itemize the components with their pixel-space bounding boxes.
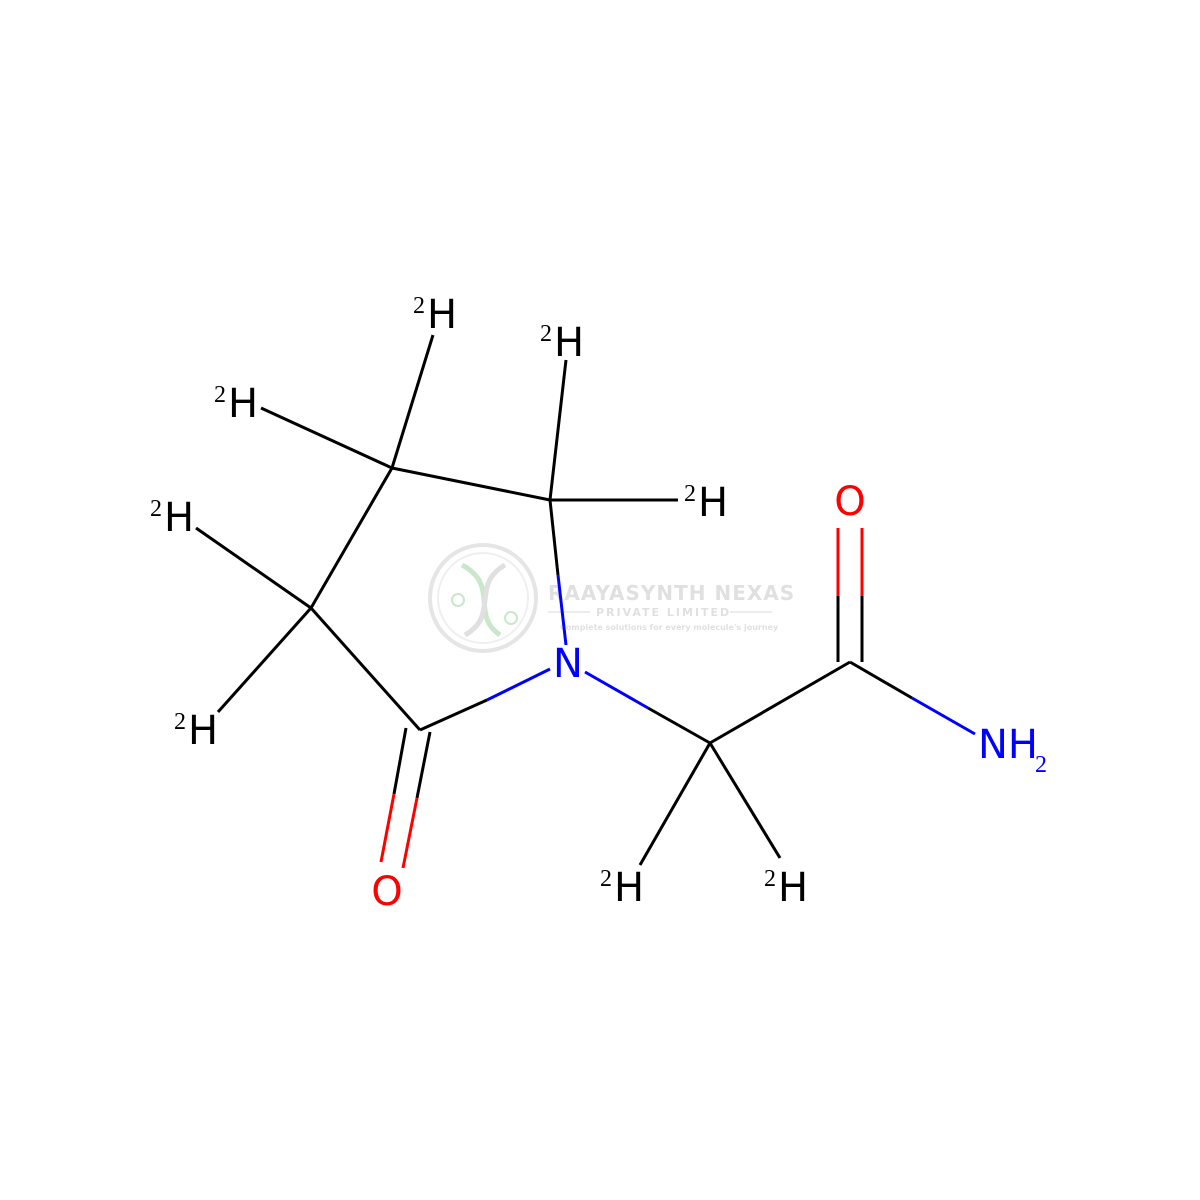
bond-c4-d-top [390,334,435,469]
bond-n-c2-black [419,698,488,732]
deuterium-label: H [614,865,644,911]
bond-c3-d-top [195,526,312,610]
isotope-number: 2 [150,496,162,522]
bonds [195,334,851,866]
deuterium-ch2-left: 2 H [600,865,644,911]
atom-nh2: NH 2 [978,722,1047,778]
hetero-bonds [379,499,976,869]
bond-camide-nh2-blue [911,696,976,736]
bond-c2-o-b-red [401,797,419,869]
deuterium-label: H [188,708,218,754]
bond-n-c2-blue [486,667,551,702]
deuterium-c4-left: 2 H [214,381,258,427]
bond-ch2-d-right [708,742,782,859]
isotope-number: 2 [540,321,552,347]
atom-o-ring: O [371,869,402,915]
deuterium-label: H [698,480,728,526]
bond-c4-c5 [391,466,551,502]
atom-n1: N [553,641,583,687]
bond-c4-d-left [260,406,393,470]
bond-c5-d-top [548,359,568,501]
deuterium-c3-bottom: 2 H [174,708,218,754]
watermark-title: RAAYASYNTH NEXAS [548,581,795,605]
deuterium-label: H [164,495,194,541]
deuterium-ch2-right: 2 H [764,865,808,911]
bond-c2-o-a-black [392,727,408,795]
isotope-number: 2 [600,866,612,892]
isotope-number: 2 [684,481,696,507]
bond-c3-d-bottom [216,607,313,713]
isotope-number: 2 [214,382,226,408]
deuterium-label: H [427,292,457,338]
watermark: RAAYASYNTH NEXAS PRIVATE LIMITED Complet… [428,543,795,653]
bond-c2-o-a-red [379,793,396,863]
bond-ch2-camide [709,660,851,745]
atom-nh2-subscript: 2 [1035,752,1047,778]
bond-c3-c2 [309,607,422,731]
bond-n-ch2-black [647,706,711,745]
watermark-tagline: Complete solutions for every molecule's … [560,623,779,632]
deuterium-c4-top: 2 H [413,292,457,338]
atom-labels: N O O NH 2 2 H 2 H 2 H 2 H 2 H [150,292,1047,915]
bond-camide-nh2-black [849,660,913,700]
bond-ch2-d-left [638,742,712,866]
bond-c2-o-b-black [415,731,432,799]
isotope-number: 2 [764,866,776,892]
bond-c5-n-blue [556,574,568,646]
bond-n-ch2-blue [584,670,649,710]
deuterium-c5-top: 2 H [540,320,584,366]
deuterium-label: H [554,320,584,366]
bond-c4-c3 [309,467,394,609]
atom-o-amide: O [834,479,865,525]
deuterium-label: H [228,381,258,427]
bond-c5-n-black [548,499,560,576]
deuterium-label: H [778,865,808,911]
isotope-number: 2 [413,293,425,319]
deuterium-c5-right: 2 H [684,480,728,526]
atom-nh2-label: NH [978,722,1038,768]
isotope-number: 2 [174,709,186,735]
watermark-subtitle: PRIVATE LIMITED [596,606,731,619]
deuterium-c3-top: 2 H [150,495,194,541]
watermark-logo-icon [428,543,538,653]
